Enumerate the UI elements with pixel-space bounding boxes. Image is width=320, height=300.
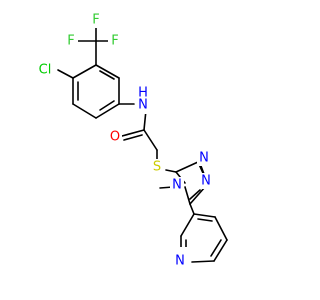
bond-pyr-2 [214,216,228,241]
bond-ring-a-double1 [99,70,115,80]
atom-o: O [110,130,120,145]
atom-nh-n: N [138,98,148,113]
atom-n-triazole-top: N [199,151,209,166]
bond-c-cl [57,69,74,79]
atom-s: S [153,160,161,175]
bond-pyr-double2 [210,239,222,257]
bond-tri-pyr [189,203,195,215]
atom-f-top: F [92,13,99,28]
atom-labels: F F F Cl H N O S N N N N [33,12,213,269]
bond-ring-a1 [95,64,120,79]
bond-tri-double1 [200,165,205,175]
bond-c-o-1 [121,129,145,137]
atom-n-triazole-right: N [201,174,211,189]
molecule-structure: F F F Cl H N O S N N N N [33,12,228,269]
bond-ring-a-double2 [99,100,115,111]
bond-pyr-4 [191,260,215,263]
bond-tri-1 [175,161,199,173]
bond-pyr-double1 [197,218,213,222]
atom-n-pyridine: N [175,254,185,269]
bonds [57,23,228,263]
atom-cl: Cl [39,63,52,78]
bond-tri-5 [184,186,191,205]
atom-nh-h: H [138,86,148,101]
atom-n-triazole-methyl: N [172,178,182,193]
atom-f-right: F [111,34,118,49]
bond-co-ch2 [143,129,158,151]
bond-pyr-6 [180,213,195,237]
bond-s-triazole [165,169,177,173]
bond-ring-a6 [72,64,97,79]
bond-ring-a3 [95,103,120,119]
bond-pyr-1 [193,213,216,218]
atom-f-left: F [67,34,74,49]
bond-tri-double2 [189,189,201,200]
bond-pyr-3 [213,239,228,262]
bond-c-o-2 [123,134,143,141]
bond-tri-4 [189,186,206,205]
bond-ring-a4 [72,103,97,119]
